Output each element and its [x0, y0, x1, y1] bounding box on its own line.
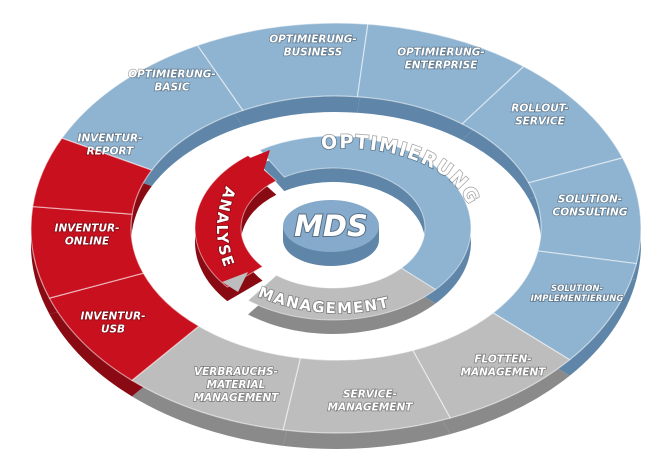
outer-segment-label-line: INVENTUR- [55, 223, 120, 235]
outer-segment-label-line: INVENTUR- [81, 311, 146, 323]
outer-segment-label-line: OPTIMIERUNG- [269, 34, 357, 46]
outer-segment-label-line: BASIC [154, 82, 190, 94]
outer-segment-label-line: ROLLOUT- [511, 103, 568, 115]
outer-segment-label-line: INVENTUR- [78, 133, 143, 145]
outer-segment-label-line: SOLUTION- [551, 284, 604, 294]
outer-segment [31, 137, 153, 215]
outer-segment-label-line: MANAGEMENT [328, 402, 414, 414]
outer-segment-label-line: SERVICE- [343, 389, 397, 401]
outer-segment-label-line: USB [101, 324, 125, 336]
hub-top [283, 200, 379, 252]
hub-label: MDS [294, 209, 368, 243]
outer-segment-label-line: ENTERPRISE [405, 60, 479, 72]
outer-segment-label: INVENTUR-REPORT [78, 133, 143, 158]
outer-segment-label: OPTIMIERUNG-ENTERPRISE [397, 47, 485, 72]
outer-segment-label-line: MANAGEMENT [194, 392, 280, 404]
outer-segment-label-line: IMPLEMENTIERUNG [531, 294, 624, 304]
outer-segment-label: ROLLOUT-SERVICE [511, 103, 568, 128]
outer-segment-label-line: VERBRAUCHS- [194, 366, 278, 378]
outer-segment-label-line: BUSINESS [284, 47, 343, 59]
outer-segment-label: SOLUTION-IMPLEMENTIERUNG [531, 284, 624, 304]
outer-segment-label-line: CONSULTING [553, 207, 628, 219]
outer-segment-label: INVENTUR-ONLINE [55, 223, 120, 248]
inner-segment-optimierung [259, 135, 472, 291]
hub: MDS [283, 200, 379, 266]
analyse-arrow-head [250, 150, 270, 176]
inner-ring [194, 135, 472, 334]
outer-segment-label: FLOTTEN-MANAGEMENT [461, 354, 547, 379]
outer-segment-label: SOLUTION-CONSULTING [553, 194, 628, 219]
outer-segment-label: INVENTUR-USB [81, 311, 146, 336]
inner-segment-analyse [194, 154, 278, 288]
outer-segment-label: OPTIMIERUNG-BASIC [128, 69, 216, 94]
management-arrow-head [222, 272, 248, 292]
outer-segment-label-line: OPTIMIERUNG- [128, 69, 216, 81]
outer-segment-label-line: SERVICE [515, 116, 566, 128]
outer-segment-label-line: ONLINE [65, 236, 110, 248]
outer-segment-label-line: MATERIAL [207, 379, 266, 391]
inner-segment-management [247, 267, 437, 321]
outer-segment-label-line: FLOTTEN- [474, 354, 531, 366]
outer-segment-label-line: MANAGEMENT [461, 367, 547, 379]
outer-segment-label: SERVICE-MANAGEMENT [328, 389, 414, 414]
outer-segment-label-line: SOLUTION- [558, 194, 622, 206]
outer-segment-label: OPTIMIERUNG-BUSINESS [269, 34, 357, 59]
outer-segment-label-line: REPORT [87, 146, 134, 158]
outer-segment-label-line: OPTIMIERUNG- [397, 47, 485, 59]
outer-ring [30, 22, 642, 449]
